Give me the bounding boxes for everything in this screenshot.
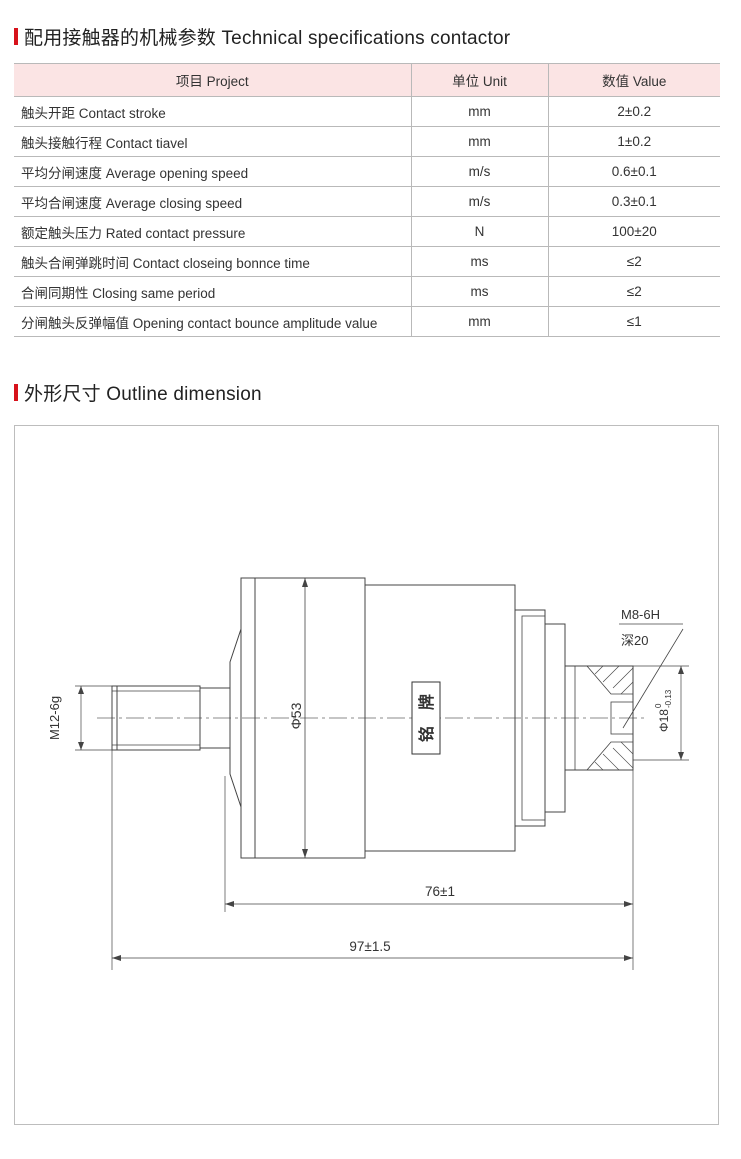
table-row: 平均分闸速度 Average opening speed m/s 0.6±0.1: [14, 156, 720, 187]
row-unit: ms: [410, 276, 548, 307]
phi18-tolerance: -0.13: [664, 689, 673, 708]
table-row: 触头开距 Contact stroke mm 2±0.2: [14, 96, 720, 127]
dim-97: [112, 955, 633, 961]
row-unit: N: [410, 216, 548, 247]
section-accent-bar: [14, 383, 18, 401]
outline-drawing-frame: M12-6g Φ53 铭 牌: [14, 425, 719, 1125]
row-unit: m/s: [410, 186, 548, 217]
row-value: ≤1: [547, 306, 720, 337]
row-value: ≤2: [547, 246, 720, 277]
row-unit: m/s: [410, 156, 548, 187]
m8-label: M8-6H: [621, 607, 660, 622]
row-item: 平均分闸速度 Average opening speed: [14, 156, 411, 187]
row-unit: mm: [410, 306, 548, 337]
row-unit: mm: [410, 96, 548, 127]
row-value: 1±0.2: [547, 126, 720, 157]
table-row: 触头接触行程 Contact tiavel mm 1±0.2: [14, 126, 720, 157]
spec-section-title-text: 配用接触器的机械参数 Technical specifications cont…: [24, 27, 511, 49]
row-item: 分闸触头反弹幅值 Opening contact bounce amplitud…: [14, 306, 411, 337]
nameplate: [411, 681, 441, 755]
nameplate-char-2: 牌: [417, 694, 436, 710]
section-accent-bar: [14, 27, 18, 45]
m12-dimension: [75, 685, 112, 751]
spec-section-title: 配用接触器的机械参数 Technical specifications cont…: [14, 23, 510, 49]
phi18-tolerance-upper: 0: [654, 703, 663, 708]
spec-table: 项目 Project 单位 Unit 数值 Value 触头开距 Contact…: [14, 63, 720, 337]
row-item: 触头开距 Contact stroke: [14, 96, 411, 127]
row-item: 触头合闸弹跳时间 Contact closeing bonnce time: [14, 246, 411, 277]
table-row: 分闸触头反弹幅值 Opening contact bounce amplitud…: [14, 306, 720, 337]
m8-leader: [619, 623, 684, 729]
phi18-dimension: [633, 665, 689, 761]
dim-76: [225, 901, 633, 907]
row-value: 2±0.2: [547, 96, 720, 127]
row-item: 合闸同期性 Closing same period: [14, 276, 411, 307]
table-row: 合闸同期性 Closing same period ms ≤2: [14, 276, 720, 307]
spec-table-header-row: 项目 Project 单位 Unit 数值 Value: [14, 63, 720, 97]
row-unit: ms: [410, 246, 548, 277]
right-stud: [564, 665, 634, 771]
row-value: 0.3±0.1: [547, 186, 720, 217]
row-unit: mm: [410, 126, 548, 157]
m12-label: M12-6g: [47, 696, 62, 740]
row-item: 平均合闸速度 Average closing speed: [14, 186, 411, 217]
right-step: [514, 609, 566, 827]
row-item: 触头接触行程 Contact tiavel: [14, 126, 411, 157]
header-value: 数值 Value: [547, 63, 720, 97]
row-value: ≤2: [547, 276, 720, 307]
dim-97-label: 97±1.5: [349, 939, 390, 954]
row-item: 额定触头压力 Rated contact pressure: [14, 216, 411, 247]
outline-section-title: 外形尺寸 Outline dimension: [14, 379, 262, 405]
phi53-dimension: [302, 578, 308, 858]
phi18-label: Φ18: [657, 709, 671, 732]
table-row: 平均合闸速度 Average closing speed m/s 0.3±0.1: [14, 186, 720, 217]
dim-76-label: 76±1: [425, 884, 455, 899]
outline-section-title-text: 外形尺寸 Outline dimension: [24, 383, 262, 405]
header-project: 项目 Project: [14, 63, 411, 97]
table-row: 额定触头压力 Rated contact pressure N 100±20: [14, 216, 720, 247]
row-value: 0.6±0.1: [547, 156, 720, 187]
row-value: 100±20: [547, 216, 720, 247]
phi53-label: Φ53: [288, 702, 304, 729]
outline-drawing: M12-6g Φ53 铭 牌: [47, 577, 689, 970]
table-row: 触头合闸弹跳时间 Contact closeing bonnce time ms…: [14, 246, 720, 277]
header-unit: 单位 Unit: [410, 63, 548, 97]
depth-label: 深20: [621, 633, 648, 648]
nameplate-char-1: 铭: [417, 726, 436, 742]
